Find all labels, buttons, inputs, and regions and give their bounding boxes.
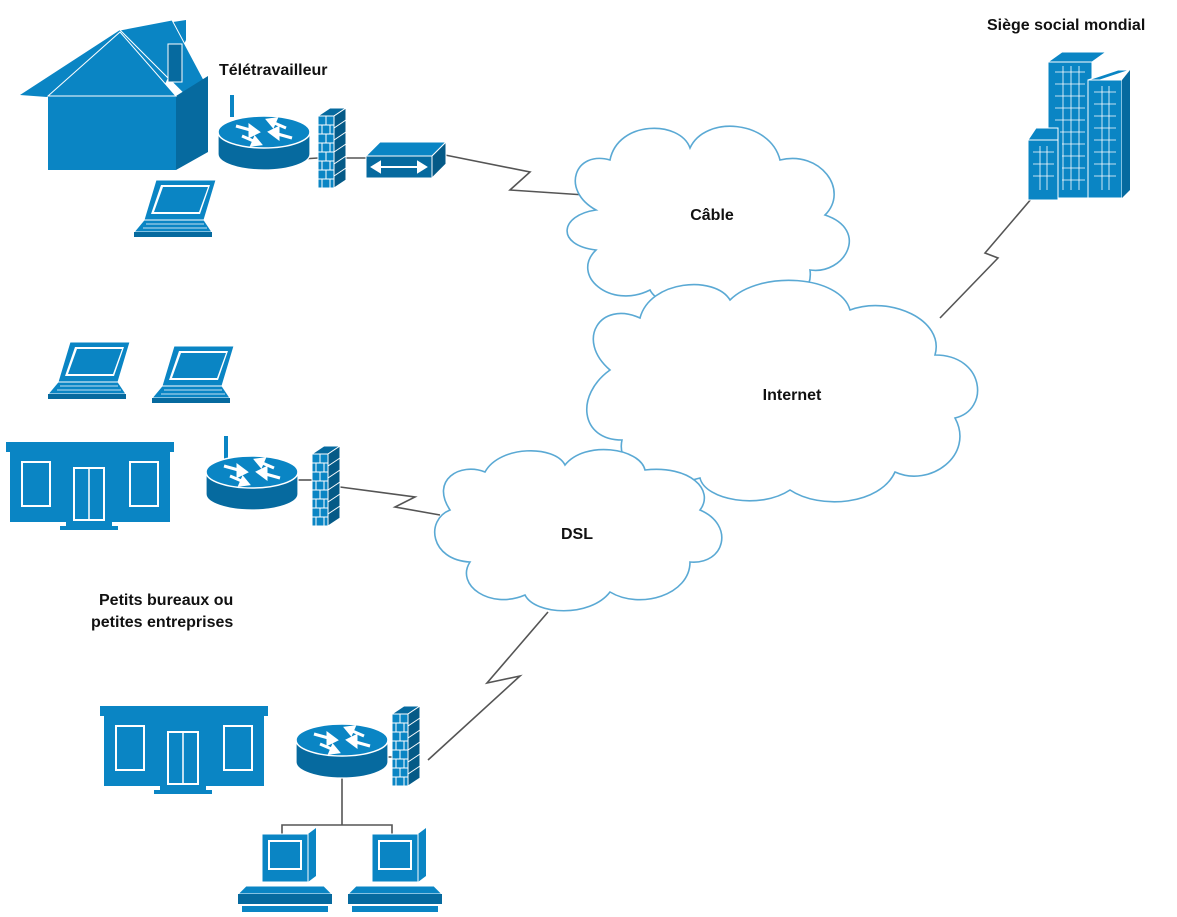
office-icon [99,705,269,795]
house-icon [20,19,208,170]
laptop-icon [47,341,131,400]
internet-cloud-label: Internet [762,387,822,404]
serial-link-icon [444,154,586,196]
desktop-pc-icon [237,827,333,913]
cable-modem-icon [365,141,447,179]
office-icon [5,441,175,531]
router-icon [216,95,312,172]
firewall-icon [391,705,421,787]
small-office-label-line1: Petits bureaux ou [99,592,234,609]
firewall-icon [311,445,341,527]
router-icon [204,436,300,512]
cable-cloud-label: Câble [690,207,734,224]
cloud-icon [434,448,723,612]
serial-link-icon [339,486,441,516]
dsl-cloud-label: DSL [561,526,593,543]
serial-link-icon [939,197,1033,319]
cloud-icon [566,125,850,311]
small-office-label-line2: petites entreprises [91,614,234,631]
building-icon [1027,51,1131,201]
links [281,154,1033,842]
desktop-pc-icon [347,827,443,913]
router-icon [294,722,390,780]
firewall-icon [317,107,347,189]
laptop-icon [133,179,217,238]
serial-link-icon [427,611,549,761]
laptop-icon [151,345,235,404]
teleworker-label: Télétravailleur [219,62,328,79]
hq-label: Siège social mondial [987,17,1146,34]
